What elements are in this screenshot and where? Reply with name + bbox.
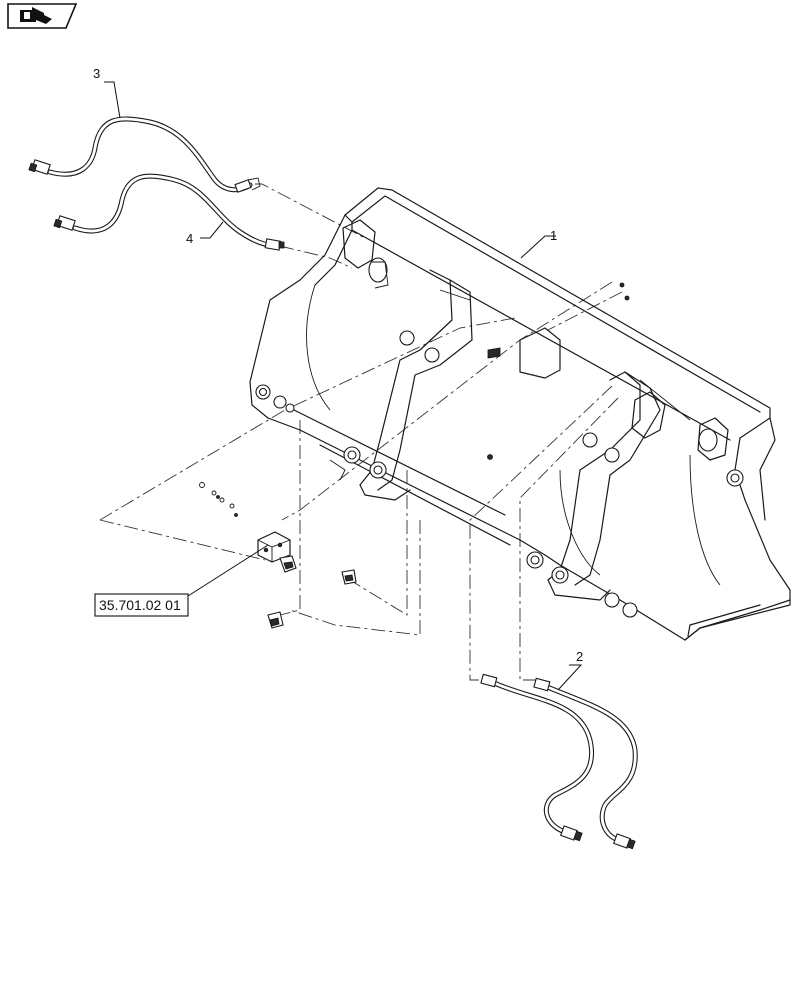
hose-item-4: [53, 173, 285, 251]
callout-item-3[interactable]: 3: [93, 66, 100, 81]
callout-item-2[interactable]: 2: [576, 649, 583, 664]
callout-leaders: [104, 81, 583, 691]
callout-item-1[interactable]: 1: [550, 228, 557, 243]
callout-item-4[interactable]: 4: [186, 231, 193, 246]
hose-item-3: [28, 116, 261, 193]
valve-block-assembly: [199, 282, 630, 629]
navigation-arrow-icon: [20, 7, 52, 24]
hose-item-2: [480, 673, 638, 850]
reference-link[interactable]: 35.701.02 01: [94, 593, 189, 617]
navigation-button[interactable]: [7, 3, 78, 29]
reference-label[interactable]: 35.701.02 01: [99, 597, 181, 613]
bucket: [249, 187, 791, 641]
phantom-lines: [99, 183, 623, 681]
